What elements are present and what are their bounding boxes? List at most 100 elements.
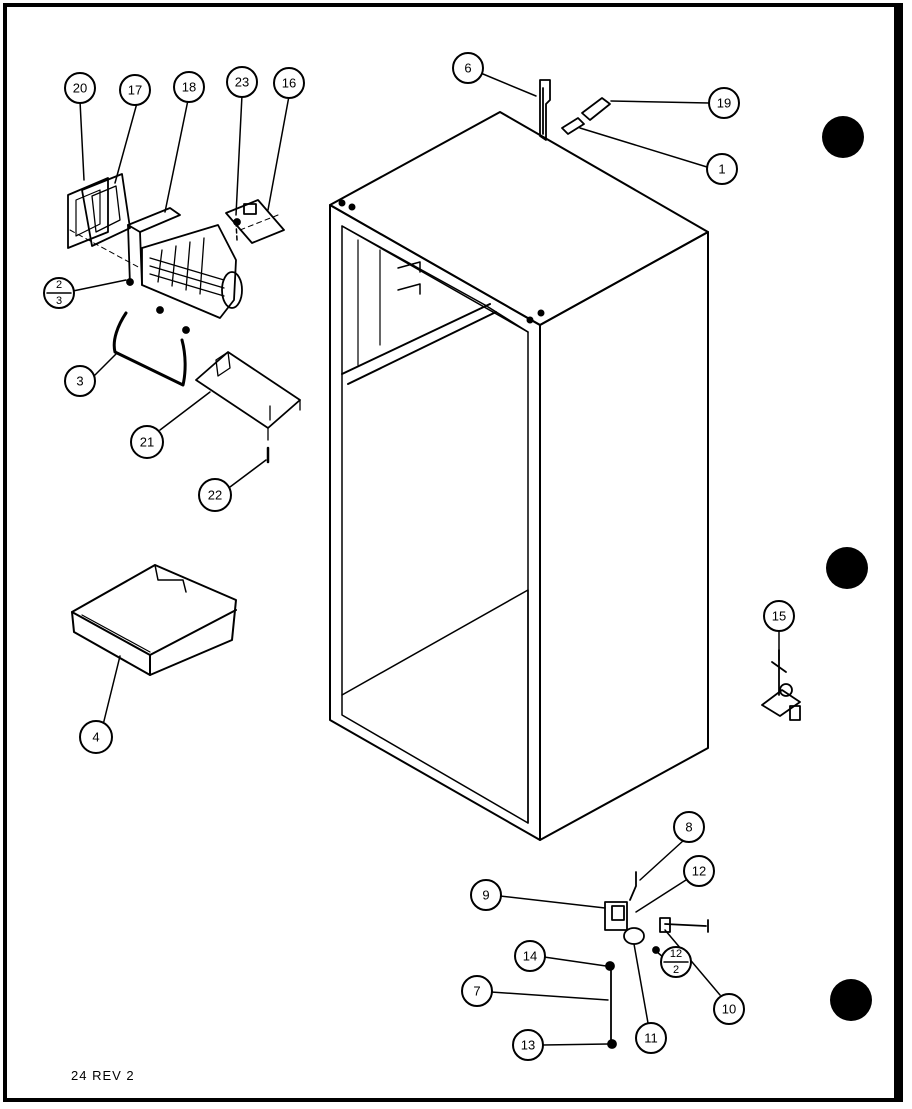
ice-maker-body	[141, 224, 237, 319]
svg-text:17: 17	[128, 83, 142, 98]
top-hinge-assembly	[539, 79, 611, 141]
callout-7: 7	[461, 975, 493, 1007]
ice-maker-tray-ribs	[149, 237, 225, 297]
svg-text:11: 11	[644, 1031, 658, 1046]
part-20-panel-inner	[75, 189, 101, 237]
svg-text:10: 10	[722, 1002, 736, 1017]
cabinet-inner-top-edge	[341, 225, 529, 333]
svg-text:1: 1	[718, 162, 725, 177]
part-18-mount	[127, 207, 181, 233]
water-valve-assembly	[604, 871, 709, 1049]
svg-text:15: 15	[772, 609, 786, 624]
cabinet-front-face	[329, 204, 541, 841]
callout-20: 20	[64, 72, 96, 104]
callout-12-over-2: 12 2	[660, 946, 692, 978]
cabinet-vent-slot-2	[397, 283, 421, 295]
svg-text:21: 21	[140, 435, 154, 450]
part-3-wire-arm	[112, 311, 187, 387]
callout-3: 3	[64, 365, 96, 397]
cabinet-top-face	[329, 111, 709, 326]
cabinet-divider-front	[341, 303, 491, 375]
callout-8: 8	[673, 811, 705, 843]
svg-text:9: 9	[482, 888, 489, 903]
svg-text:12: 12	[692, 864, 706, 879]
part-17-housing	[81, 173, 131, 247]
svg-text:7: 7	[473, 984, 480, 999]
callout-16: 16	[273, 67, 305, 99]
binder-holes	[822, 116, 872, 1021]
part-21-bracket	[195, 351, 301, 441]
ice-maker-assembly	[67, 173, 285, 334]
cabinet-divider-back	[347, 311, 497, 385]
cabinet-screw	[348, 203, 356, 211]
screw	[156, 306, 164, 314]
valve-body	[604, 901, 628, 931]
callout-1: 1	[706, 153, 738, 185]
page-border	[3, 3, 903, 1102]
svg-text:16: 16	[282, 76, 296, 91]
svg-text:2: 2	[56, 279, 62, 291]
svg-text:12: 12	[670, 948, 682, 960]
fitting-1	[561, 117, 585, 135]
callout-23: 23	[226, 66, 258, 98]
leader-lines	[72, 73, 780, 1046]
callout-18: 18	[173, 71, 205, 103]
cabinet-opening	[341, 225, 529, 824]
part-4-ice-bin	[71, 564, 237, 676]
part-16-tab	[243, 203, 257, 215]
svg-text:6: 6	[464, 61, 471, 76]
callout-12: 12	[683, 855, 715, 887]
cabinet-screw	[526, 316, 534, 324]
alignment-line	[69, 229, 141, 269]
binder-hole-bottom	[830, 979, 872, 1021]
hinge-bracket	[539, 79, 551, 141]
part-20-panel	[67, 177, 109, 249]
cabinet-screw	[537, 309, 545, 317]
callout-13: 13	[512, 1029, 544, 1061]
drawing-revision-code: 24 REV 2	[71, 1068, 135, 1083]
alignment-line	[239, 214, 279, 231]
svg-text:3: 3	[76, 374, 83, 389]
svg-text:23: 23	[235, 75, 249, 90]
part-13-clamp	[607, 1039, 617, 1049]
svg-text:19: 19	[717, 96, 731, 111]
callout-9: 9	[470, 879, 502, 911]
cabinet-inner-floor	[341, 589, 529, 824]
screw	[182, 326, 190, 334]
ice-maker-motor	[221, 271, 243, 309]
screw	[233, 218, 241, 226]
part-14-nut	[605, 961, 615, 971]
svg-text:20: 20	[73, 81, 87, 96]
svg-text:14: 14	[523, 949, 537, 964]
part-10-inlet	[664, 919, 709, 933]
svg-text:2: 2	[673, 964, 679, 976]
svg-text:3: 3	[56, 295, 62, 307]
part-15-valve	[761, 649, 801, 721]
callouts: 20 17 18 23 16 2 3	[43, 52, 795, 1061]
callout-6: 6	[452, 52, 484, 84]
part-8-wire	[629, 871, 637, 901]
cabinet	[329, 111, 709, 841]
svg-text:18: 18	[182, 80, 196, 95]
part-17-window	[91, 185, 121, 233]
cabinet-screw	[338, 199, 346, 207]
callout-14: 14	[514, 940, 546, 972]
callout-15: 15	[763, 600, 795, 632]
binder-hole-middle	[826, 547, 868, 589]
svg-text:22: 22	[208, 488, 222, 503]
cabinet-vent-slot-1	[397, 261, 421, 273]
callout-4: 4	[79, 720, 113, 754]
valve-coil	[611, 905, 625, 921]
svg-text:13: 13	[521, 1038, 535, 1053]
callout-11: 11	[635, 1022, 667, 1054]
callout-17: 17	[119, 74, 151, 106]
cabinet-side-face	[539, 231, 709, 841]
svg-text:4: 4	[92, 730, 99, 745]
part-18-edge	[127, 224, 131, 286]
callout-21: 21	[130, 425, 164, 459]
fitting-19	[581, 97, 611, 121]
valve-solenoid	[623, 927, 645, 945]
part-10-fitting	[659, 917, 671, 933]
